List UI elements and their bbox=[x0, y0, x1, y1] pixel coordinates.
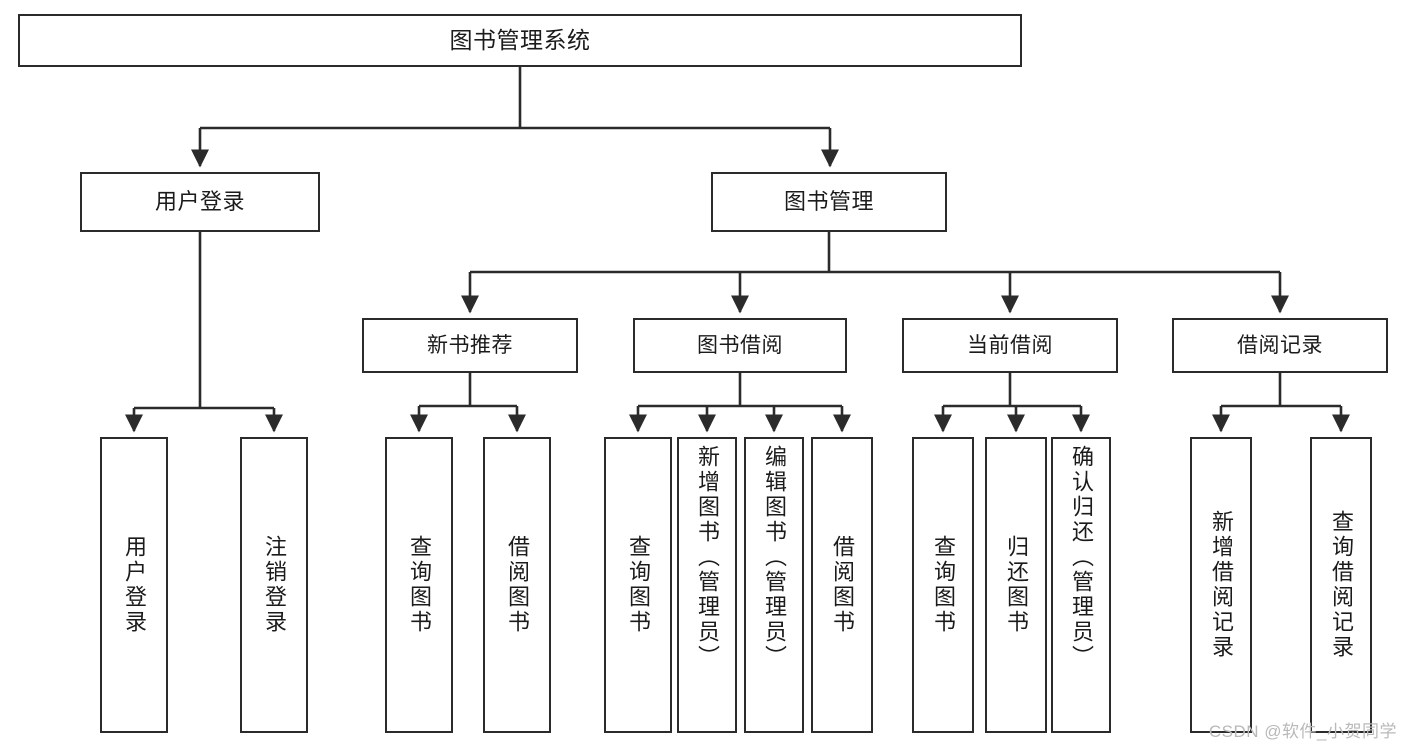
leaf-add-book-admin-label: 新增图书（管理员） bbox=[695, 445, 720, 670]
leaf-logout[interactable]: 注销登录 bbox=[240, 437, 308, 733]
leaf-borrow-book-recommend[interactable]: 借阅图书 bbox=[483, 437, 551, 733]
node-book-management[interactable]: 图书管理 bbox=[711, 172, 947, 232]
leaf-user-login-label: 用户登录 bbox=[122, 535, 147, 635]
node-book-borrow[interactable]: 图书借阅 bbox=[633, 318, 847, 373]
leaf-edit-book-admin-label: 编辑图书（管理员） bbox=[762, 445, 787, 670]
node-borrow-records-label: 借阅记录 bbox=[1237, 333, 1323, 357]
node-current-borrow[interactable]: 当前借阅 bbox=[902, 318, 1118, 373]
node-borrow-records[interactable]: 借阅记录 bbox=[1172, 318, 1388, 373]
leaf-borrow-book-recommend-label: 借阅图书 bbox=[505, 535, 530, 635]
leaf-borrow-book-label: 借阅图书 bbox=[830, 535, 855, 635]
leaf-add-borrow-record[interactable]: 新增借阅记录 bbox=[1190, 437, 1252, 733]
leaf-query-borrow-record-label: 查询借阅记录 bbox=[1329, 510, 1354, 660]
csdn-watermark: CSDN @软件_小贺同学 bbox=[1208, 722, 1397, 741]
leaf-edit-book-admin[interactable]: 编辑图书（管理员） bbox=[744, 437, 804, 733]
node-current-borrow-label: 当前借阅 bbox=[967, 333, 1053, 357]
node-root-label: 图书管理系统 bbox=[449, 26, 591, 53]
node-new-book-recommend[interactable]: 新书推荐 bbox=[362, 318, 578, 373]
leaf-query-book-current[interactable]: 查询图书 bbox=[912, 437, 974, 733]
leaf-query-book[interactable]: 查询图书 bbox=[604, 437, 672, 733]
node-user-login[interactable]: 用户登录 bbox=[80, 172, 320, 232]
leaf-query-book-label: 查询图书 bbox=[626, 535, 651, 635]
node-book-borrow-label: 图书借阅 bbox=[697, 333, 783, 357]
node-book-management-label: 图书管理 bbox=[783, 188, 874, 214]
leaf-return-book[interactable]: 归还图书 bbox=[985, 437, 1047, 733]
leaf-user-login[interactable]: 用户登录 bbox=[100, 437, 168, 733]
node-new-book-recommend-label: 新书推荐 bbox=[427, 333, 513, 357]
node-user-login-label: 用户登录 bbox=[154, 188, 245, 214]
leaf-query-book-recommend[interactable]: 查询图书 bbox=[385, 437, 453, 733]
leaf-query-borrow-record[interactable]: 查询借阅记录 bbox=[1310, 437, 1372, 733]
leaf-return-book-label: 归还图书 bbox=[1004, 535, 1029, 635]
leaf-logout-label: 注销登录 bbox=[262, 535, 287, 635]
leaf-add-borrow-record-label: 新增借阅记录 bbox=[1209, 510, 1234, 660]
leaf-query-book-current-label: 查询图书 bbox=[931, 535, 956, 635]
leaf-confirm-return-admin[interactable]: 确认归还（管理员） bbox=[1051, 437, 1111, 733]
leaf-borrow-book[interactable]: 借阅图书 bbox=[811, 437, 873, 733]
leaf-add-book-admin[interactable]: 新增图书（管理员） bbox=[677, 437, 737, 733]
leaf-query-book-recommend-label: 查询图书 bbox=[407, 535, 432, 635]
node-root[interactable]: 图书管理系统 bbox=[18, 14, 1022, 67]
leaf-confirm-return-admin-label: 确认归还（管理员） bbox=[1069, 445, 1094, 670]
